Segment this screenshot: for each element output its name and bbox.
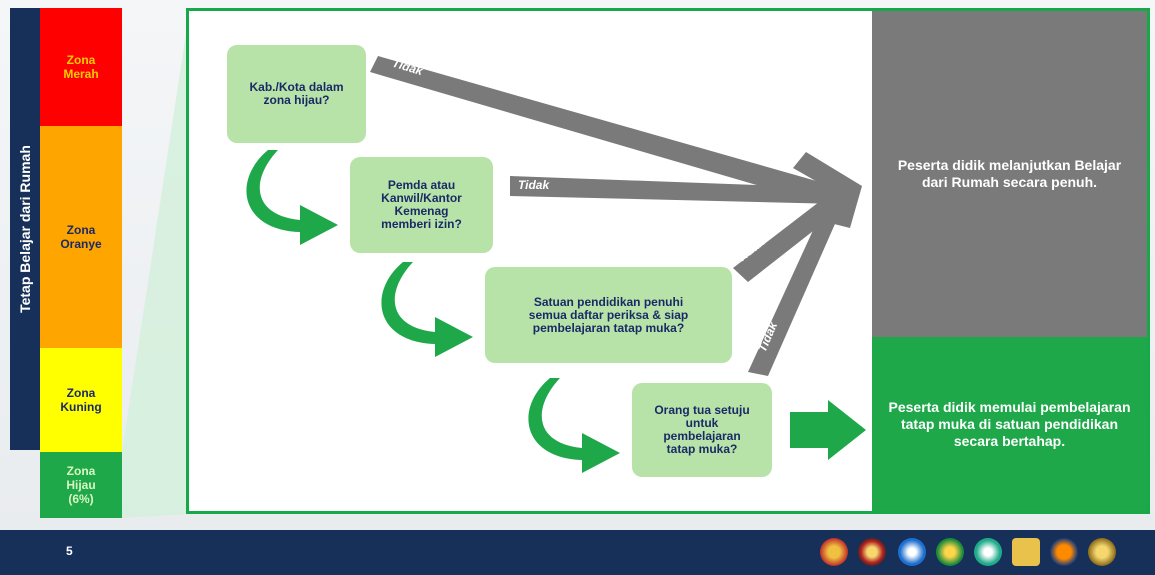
q1-line1: Kab./Kota dalam [249,80,344,94]
q3-line1: Satuan pendidikan penuhi [533,294,684,309]
zone-red-line1: Zona [66,53,96,67]
no-label-2: Tidak [518,178,550,192]
yes-arrow-3 [528,378,620,473]
zone-orange-line1: Zona [66,223,96,237]
zone-green-line3: (6%) [68,492,94,506]
yes-label-2: Ya [413,272,428,286]
disaster-agency-icon [1050,538,1078,566]
education-emblem-icon [898,538,926,566]
zone-orange-line2: Oranye [60,237,102,251]
q2-line2: Kanwil/Kantor [381,191,462,205]
home-affairs-emblem-icon [1012,538,1040,566]
flow-arrows [246,56,866,473]
religious-affairs-emblem-icon [858,538,886,566]
no-arrow-2 [510,176,840,204]
q2-line4: memberi izin? [381,217,462,231]
no-arrow-1 [370,56,855,210]
q4-line4: tatap muka? [666,442,738,456]
zone-green-line2: Hijau [66,478,96,492]
no-arrow-3 [733,192,845,282]
yes-arrow-final [790,400,866,460]
yes-label-3: Ya [558,388,573,402]
q1-line2: zona hijau? [263,93,330,107]
yes-arrow-2 [381,262,473,357]
zone-yellow-line1: Zona [66,386,96,400]
q2-line3: Kemenag [394,204,449,218]
q3-line2: semua daftar periksa & siap [528,307,689,322]
q2-line1: Pemda atau [387,178,456,192]
zone-red-line2: Merah [63,67,99,81]
page-number: 5 [66,544,73,558]
vertical-banner: Tetap Belajar dari Rumah [10,8,40,450]
no-arrow-4 [748,202,842,376]
q4-line3: pembelajaran [663,429,741,443]
footer-bar: 5 [0,530,1155,575]
outcome-start-face-to-face: Peserta didik memulai pembelajaran tatap… [872,337,1147,511]
ministry-emblem-icon [820,538,848,566]
outcome-continue-home-learning: Peserta didik melanjutkan Belajar dari R… [872,11,1147,337]
kemenag-emblem-icon [936,538,964,566]
zone-yellow-line2: Kuning [60,400,102,414]
extra-emblem-icon [1088,538,1116,566]
yes-label-1: Ya [279,160,294,174]
zone-green-line1: Zona [66,464,96,478]
q4-line2: untuk [685,416,719,430]
q4-line1: Orang tua setuju [654,403,750,417]
zoom-wedge [122,14,189,518]
no-arrowhead [793,152,862,228]
q3-line3: pembelajaran tatap muka? [532,320,685,335]
health-ministry-icon [974,538,1002,566]
yes-arrow-1 [246,150,338,245]
